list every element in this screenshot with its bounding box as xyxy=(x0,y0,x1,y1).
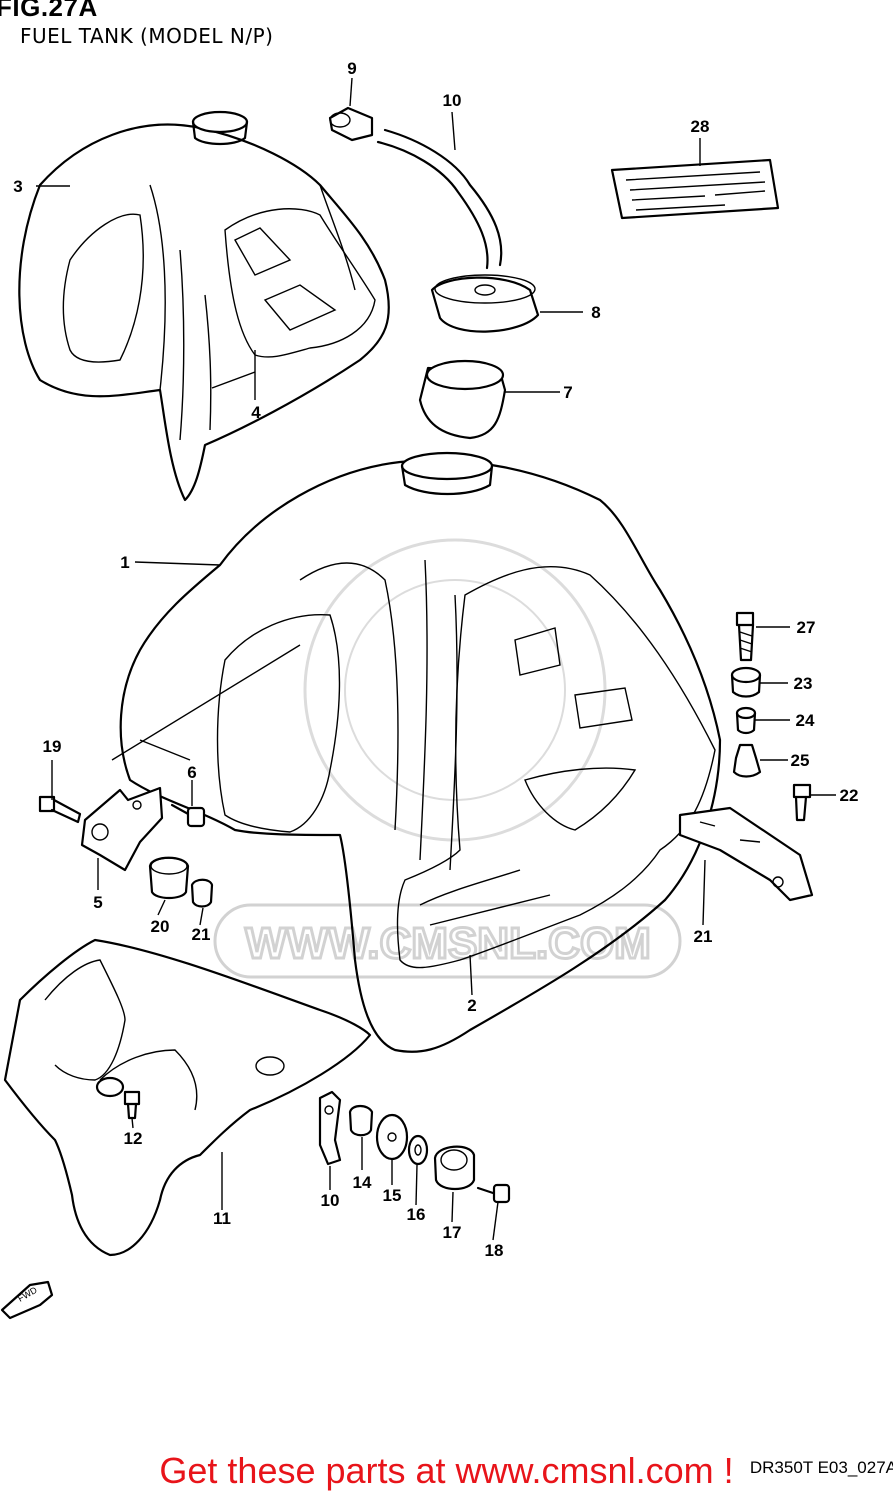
part-22-bracket xyxy=(678,806,814,902)
part-23-bolt xyxy=(792,783,812,822)
callout-14: 14 xyxy=(353,1173,372,1192)
callout-10-hose: 10 xyxy=(443,91,462,110)
part-19-bolt xyxy=(38,795,82,824)
fwd-arrow-icon: FWD xyxy=(0,1280,54,1320)
callout-7: 7 xyxy=(563,383,572,402)
callout-8: 8 xyxy=(591,303,600,322)
callout-11: 11 xyxy=(213,1209,231,1228)
part-3-tank-shroud xyxy=(18,110,390,502)
part-17-cushion xyxy=(433,1145,476,1191)
callout-26: 25 xyxy=(791,751,810,770)
part-6-bolt xyxy=(170,803,206,828)
callout-10-clamp: 10 xyxy=(321,1191,340,1210)
callout-16: 16 xyxy=(407,1205,426,1224)
leader-lines xyxy=(36,77,836,1241)
callout-17: 17 xyxy=(443,1223,462,1242)
callout-24: 23 xyxy=(794,674,813,693)
promo-banner[interactable]: Get these parts at www.cmsnl.com ! xyxy=(159,1450,734,1491)
callout-25: 24 xyxy=(796,711,815,730)
callout-21: 21 xyxy=(192,925,211,944)
part-18-bolt xyxy=(476,1183,511,1204)
callout-5: 5 xyxy=(93,893,102,912)
callout-28: 28 xyxy=(691,117,710,136)
figure-reference: DR350T E03_027A xyxy=(749,1458,893,1477)
part-24-rubber xyxy=(730,666,762,698)
part-15-washer xyxy=(375,1113,409,1161)
part-27-bolt xyxy=(735,611,755,662)
part-26-cushion xyxy=(732,743,762,778)
part-20-rubber xyxy=(148,856,190,900)
callout-9: 9 xyxy=(347,59,356,78)
callout-15: 15 xyxy=(383,1186,402,1205)
part-2-decal xyxy=(396,566,716,969)
part-11-side-cover xyxy=(3,938,372,1257)
callout-22: 21 xyxy=(694,927,713,946)
callout-12: 12 xyxy=(124,1129,143,1148)
part-5-bracket xyxy=(80,786,164,872)
callout-3: 3 xyxy=(13,177,22,196)
part-16-washer xyxy=(407,1134,429,1166)
part-25-collar xyxy=(735,706,757,735)
part-21-collar xyxy=(190,878,214,908)
watermark-text: WWW.CMSNL.COM xyxy=(245,919,651,968)
part-10-clamp xyxy=(318,1090,342,1166)
callout-labels: 9 10 28 3 4 8 7 1 19 6 5 20 21 27 23 24 … xyxy=(13,59,858,1260)
callout-1: 1 xyxy=(120,553,129,572)
callout-4: 4 xyxy=(251,403,261,422)
part-8-fuel-cap xyxy=(430,274,540,333)
figure-subtitle: FUEL TANK (MODEL N/P) xyxy=(20,24,274,48)
part-9-fitting xyxy=(328,106,374,142)
part-1-fuel-tank xyxy=(111,451,722,1053)
part-7-filler-ring xyxy=(418,359,507,440)
part-10-breather-hose xyxy=(376,128,503,270)
figure-title: FIG.27A xyxy=(0,0,98,22)
callout-18: 18 xyxy=(485,1241,504,1260)
part-14-collar xyxy=(348,1104,374,1137)
part-28-caution-label xyxy=(610,158,780,220)
callout-2: 2 xyxy=(467,996,476,1015)
callout-20: 20 xyxy=(151,917,170,936)
part-12-bolt xyxy=(123,1090,141,1120)
callout-19: 19 xyxy=(43,737,62,756)
callout-23: 22 xyxy=(840,786,859,805)
callout-6: 6 xyxy=(187,763,196,782)
watermark: WWW.CMSNL.COM xyxy=(213,538,682,979)
callout-27: 27 xyxy=(797,618,816,637)
